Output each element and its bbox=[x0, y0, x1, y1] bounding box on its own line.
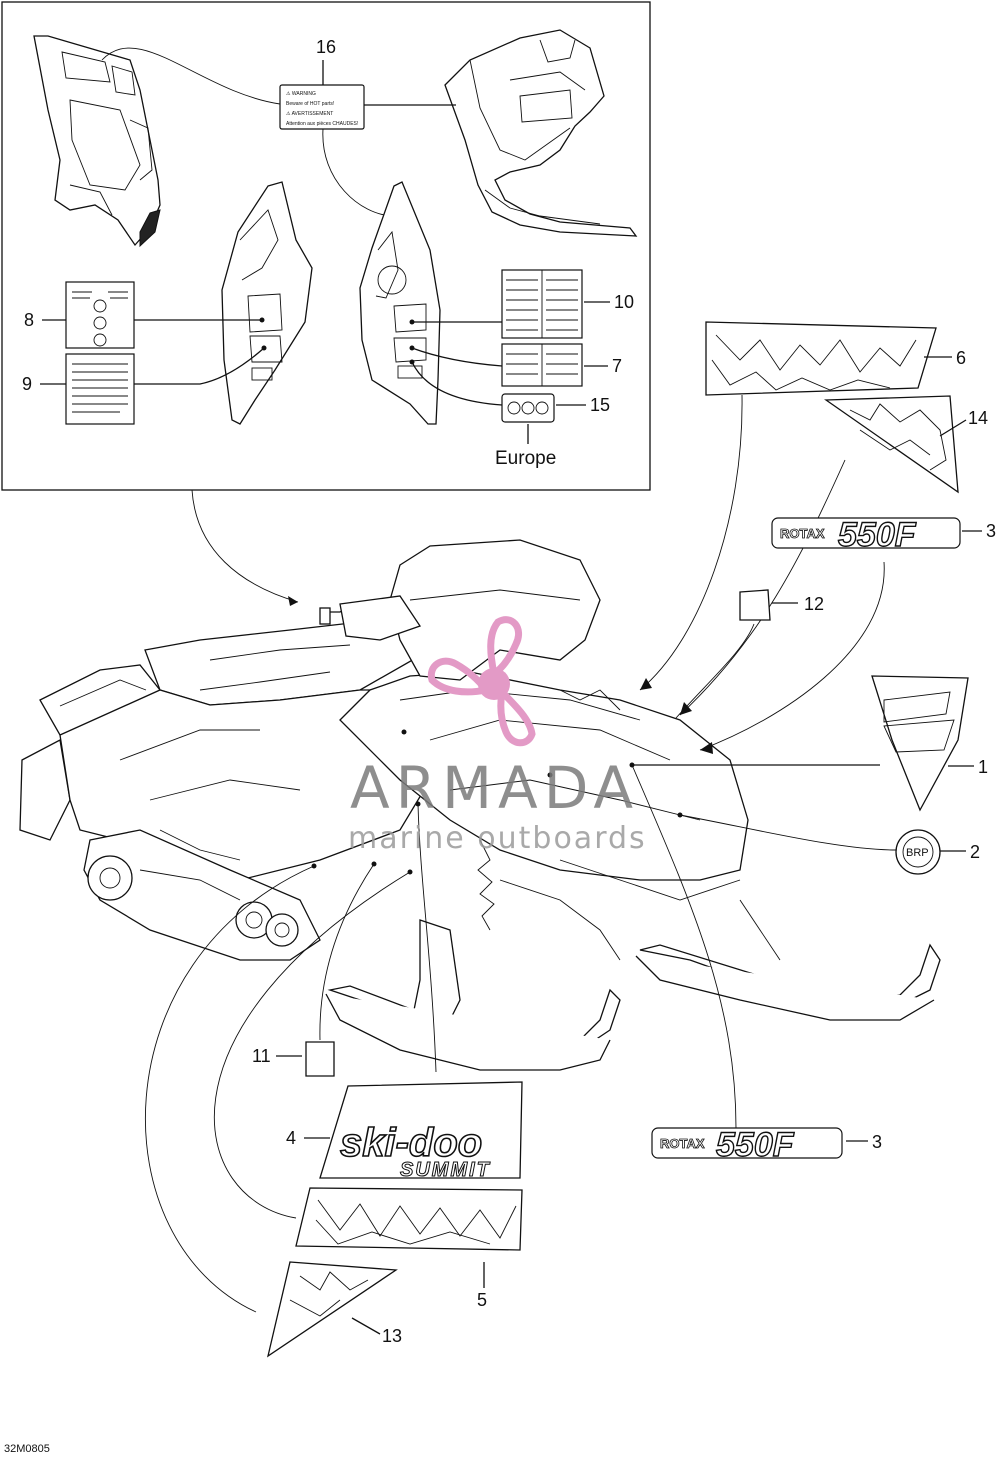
decal-5 bbox=[295, 1187, 523, 1251]
decal-1 bbox=[871, 675, 969, 812]
diagram-code: 32M0805 bbox=[4, 1443, 50, 1455]
callout-5: 5 bbox=[477, 1290, 487, 1310]
callout-12: 12 bbox=[804, 594, 824, 614]
callout-7: 7 bbox=[612, 356, 622, 376]
callout-14: 14 bbox=[968, 408, 988, 428]
callout-2: 2 bbox=[970, 842, 980, 862]
rotax-model-bottom: 550F bbox=[716, 1126, 795, 1164]
callout-1: 1 bbox=[978, 757, 988, 777]
label-15 bbox=[501, 393, 555, 423]
callout-13: 13 bbox=[382, 1326, 402, 1346]
rotax-model-top: 550F bbox=[838, 516, 917, 554]
warning-line-1: ⚠ WARNING bbox=[286, 91, 316, 97]
callout-16: 16 bbox=[316, 37, 336, 57]
brand-logo: ski-doo bbox=[340, 1121, 482, 1165]
side-panel-part bbox=[33, 35, 161, 248]
watermark-title: ARMADA bbox=[350, 754, 639, 822]
label-9 bbox=[65, 353, 135, 425]
callout-4: 4 bbox=[286, 1128, 296, 1148]
decal-14 bbox=[824, 395, 959, 494]
rotax-prefix-bottom: ROTAX bbox=[660, 1136, 705, 1151]
frame-part bbox=[444, 29, 638, 237]
brand-sub: SUMMIT bbox=[400, 1159, 491, 1181]
rotax-decal-bottom: ROTAX 550F bbox=[651, 1125, 843, 1165]
warning-line-4: Attention aux pièces CHAUDES! bbox=[286, 121, 358, 127]
callout-15: 15 bbox=[590, 395, 610, 415]
callout-3-top: 3 bbox=[986, 521, 996, 541]
emblem-text: BRP bbox=[906, 847, 929, 859]
callout-8: 8 bbox=[24, 310, 34, 330]
warning-label-16: ⚠ WARNING Beware of HOT parts! ⚠ AVERTIS… bbox=[279, 84, 365, 130]
decal-12 bbox=[739, 589, 771, 621]
warning-line-3: ⚠ AVERTISSEMENT bbox=[286, 111, 333, 117]
callout-6: 6 bbox=[956, 348, 966, 368]
decal-11 bbox=[305, 1041, 335, 1077]
callout-11: 11 bbox=[252, 1046, 271, 1066]
callout-10: 10 bbox=[614, 292, 634, 312]
right-hood-panel bbox=[359, 181, 441, 425]
decal-4: ski-doo SUMMIT bbox=[319, 1081, 523, 1182]
armada-watermark: ARMADA marine outboards bbox=[348, 616, 647, 856]
label-8 bbox=[65, 281, 135, 349]
emblem-2: BRP bbox=[895, 829, 941, 875]
left-hood-panel bbox=[221, 181, 313, 425]
callout-9: 9 bbox=[22, 374, 32, 394]
warning-line-2: Beware of HOT parts! bbox=[286, 101, 334, 107]
label-7 bbox=[501, 343, 583, 387]
europe-label: Europe bbox=[495, 448, 556, 469]
decal-13 bbox=[266, 1261, 398, 1358]
watermark-subtitle: marine outboards bbox=[348, 821, 647, 856]
rotax-prefix-top: ROTAX bbox=[780, 526, 825, 541]
callout-3-bottom: 3 bbox=[872, 1132, 882, 1152]
inset-frame bbox=[1, 1, 651, 491]
rotax-decal-top: ROTAX 550F bbox=[771, 515, 961, 555]
decal-6 bbox=[705, 321, 937, 396]
snowmobile-illustration bbox=[19, 539, 941, 1071]
propeller-logo-icon bbox=[427, 616, 536, 747]
label-10 bbox=[501, 269, 583, 339]
